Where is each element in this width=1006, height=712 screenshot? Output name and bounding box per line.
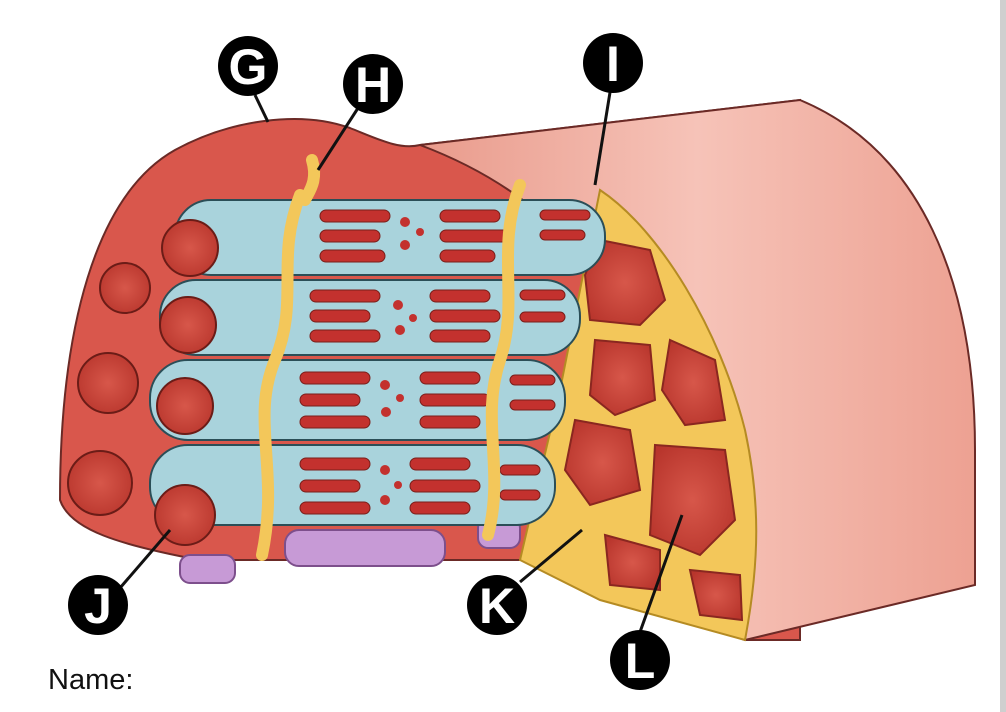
- label-marker-g: G: [218, 36, 278, 96]
- label-marker-l: L: [610, 630, 670, 690]
- svg-text:H: H: [355, 57, 391, 113]
- svg-text:G: G: [229, 39, 268, 95]
- label-marker-h: H: [343, 54, 403, 114]
- label-marker-k: K: [467, 575, 527, 635]
- svg-text:J: J: [84, 578, 112, 634]
- svg-text:I: I: [606, 36, 620, 92]
- nucleus: [285, 530, 445, 566]
- scroll-edge: [1000, 0, 1006, 712]
- nucleus: [180, 555, 235, 583]
- name-label: Name:: [48, 664, 133, 697]
- svg-text:K: K: [479, 578, 515, 634]
- label-marker-i: I: [583, 33, 643, 93]
- label-marker-j: J: [68, 575, 128, 635]
- svg-text:L: L: [625, 633, 656, 689]
